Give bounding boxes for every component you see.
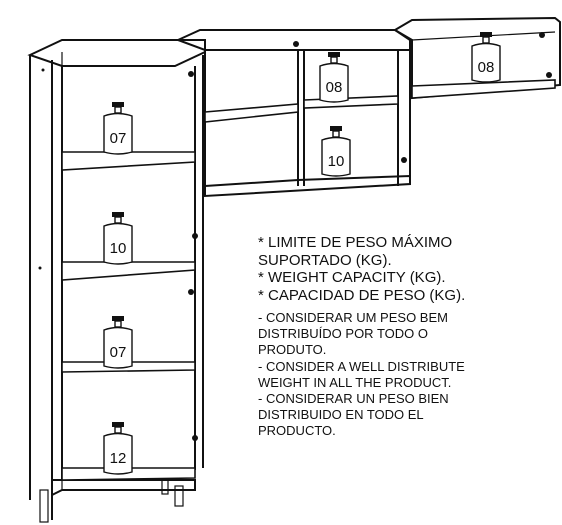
distribution-note-es-3: PRODUCTO. [258, 423, 336, 439]
weight-08-upper: 08 [319, 52, 349, 103]
distribution-note-pt-3: PRODUTO. [258, 342, 327, 358]
distribution-note-pt-1: - CONSIDERAR UM PESO BEM [258, 310, 448, 325]
distribution-note-en-2: WEIGHT IN ALL THE PRODUCT. [258, 374, 452, 390]
weight-label: 08 [326, 79, 343, 96]
weight-08-right: 08 [471, 32, 501, 83]
weight-07-top: 07 [103, 102, 133, 155]
weight-label: 12 [110, 450, 127, 467]
weight-label: 10 [110, 240, 127, 257]
upper-cabinet [175, 29, 411, 198]
weight-notes: * LIMITE DE PESO MÁXIMO SUPORTADO (KG). … [258, 234, 560, 440]
capacity-note-pt-1: * LIMITE DE PESO MÁXIMO [258, 234, 453, 251]
weight-label: 08 [478, 59, 495, 76]
distribution-note-pt-2: DISTRIBUÍDO POR TODO O [258, 326, 428, 342]
weight-07-lower: 07 [103, 316, 133, 369]
capacity-note-en: * WEIGHT CAPACITY (KG). [258, 269, 446, 286]
weight-12-bottom: 12 [103, 422, 133, 475]
distribution-note-es-2: DISTRIBUIDO EN TODO EL [258, 407, 424, 423]
distribution-note-es-1: - CONSIDERAR UN PESO BIEN [258, 391, 449, 407]
weight-10-mid: 10 [103, 212, 133, 265]
capacity-note-pt-2: SUPORTADO (KG). [258, 251, 392, 269]
weight-label: 07 [110, 130, 127, 147]
weight-label: 10 [328, 153, 345, 170]
weight-label: 07 [110, 344, 127, 361]
capacity-note-es: * CAPACIDAD DE PESO (KG). [258, 286, 466, 304]
weight-10-upper: 10 [321, 126, 351, 177]
distribution-note-en-1: - CONSIDER A WELL DISTRIBUTE [258, 358, 465, 374]
